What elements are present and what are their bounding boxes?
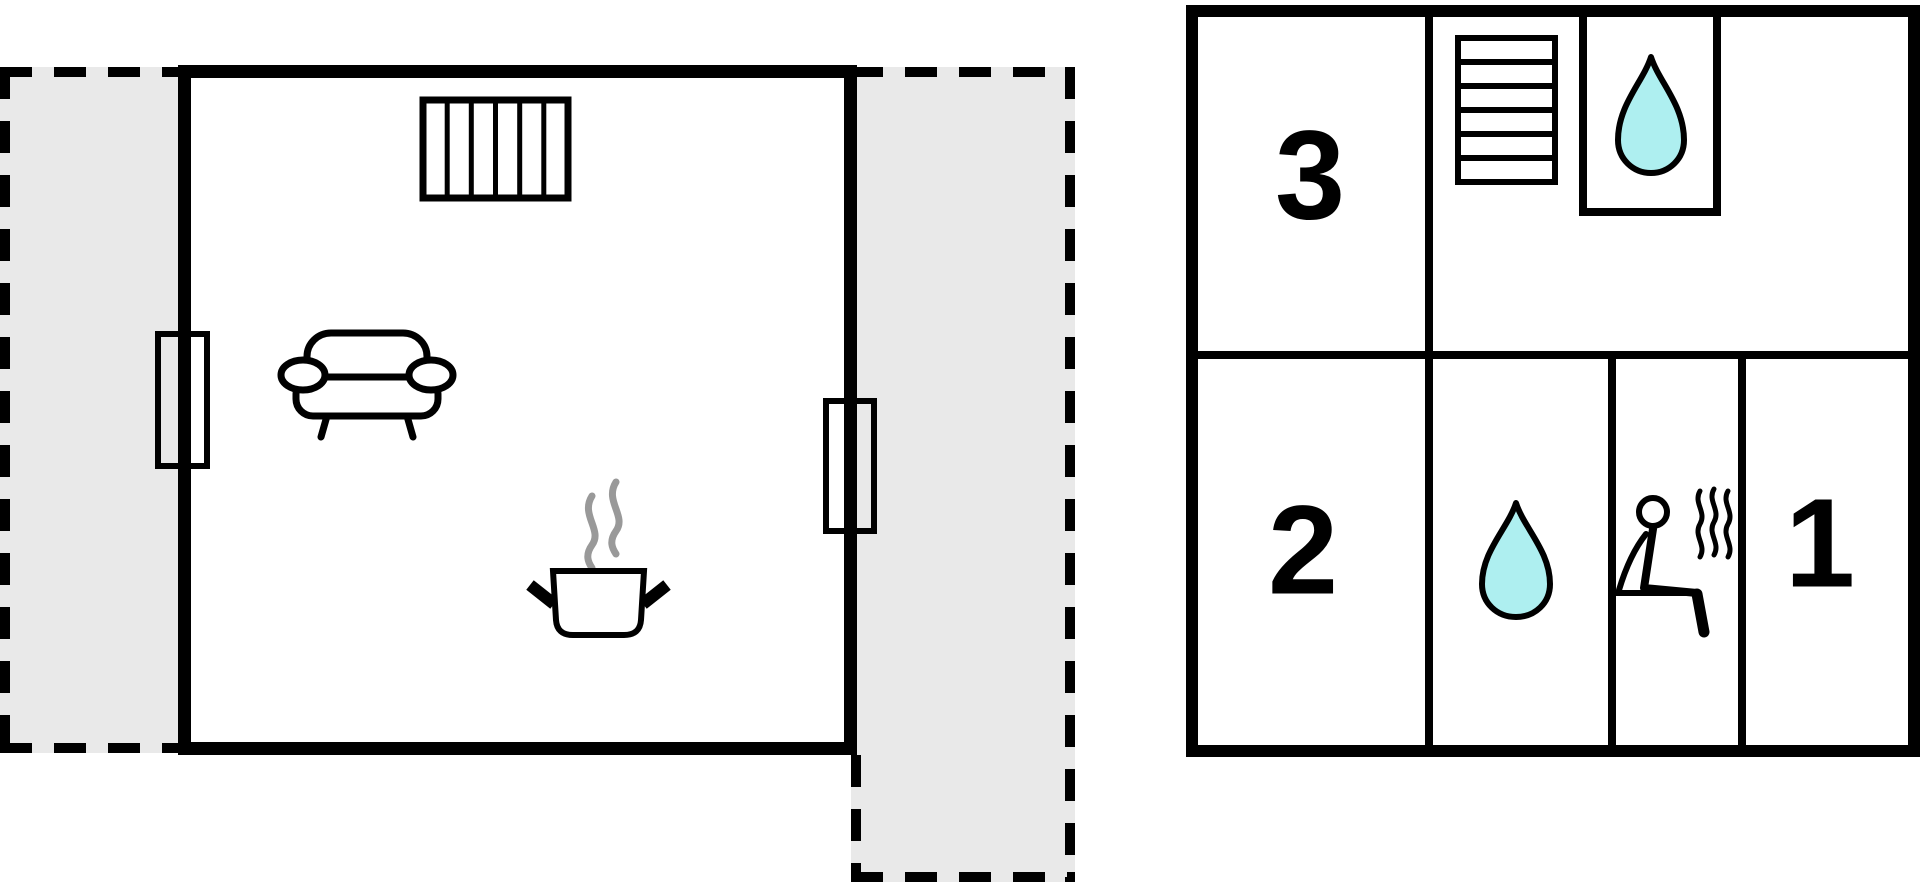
interior-walls (1192, 16, 1914, 751)
room-1-label: 1 (1785, 473, 1855, 614)
pot-handles (526, 580, 671, 609)
terrace-left-area (0, 67, 184, 753)
stairs-icon (1455, 35, 1558, 185)
radiator-icon (419, 96, 572, 202)
sauna-icon (1608, 486, 1733, 638)
terrace-left-dashed-border (0, 67, 184, 753)
terrace-right-area (851, 67, 1075, 882)
terrace-right (851, 67, 1075, 882)
window-opening-right-icon (823, 398, 877, 534)
heat-waves-icon (1695, 486, 1733, 560)
terrace-left (0, 67, 184, 753)
room-3-label: 3 (1275, 105, 1345, 246)
right-plan: 3 2 1 (1186, 5, 1920, 757)
terrace-right-dashed-border (851, 67, 1075, 882)
water-drop-icon-shower (1479, 500, 1553, 620)
water-drop-icon-bathroom (1615, 54, 1687, 176)
sauna-person-head (1636, 495, 1670, 529)
left-plan (0, 65, 1075, 882)
cooking-pot-icon (526, 478, 671, 638)
sofa-icon (277, 329, 457, 441)
sauna-person-leg (1691, 588, 1710, 638)
window-opening-left-icon (155, 331, 210, 469)
sauna-person-arm (1616, 531, 1649, 593)
steam-icon (584, 478, 623, 572)
sauna-person-body (1640, 525, 1701, 597)
room-2-label: 2 (1268, 480, 1338, 621)
pot-body (549, 568, 648, 638)
